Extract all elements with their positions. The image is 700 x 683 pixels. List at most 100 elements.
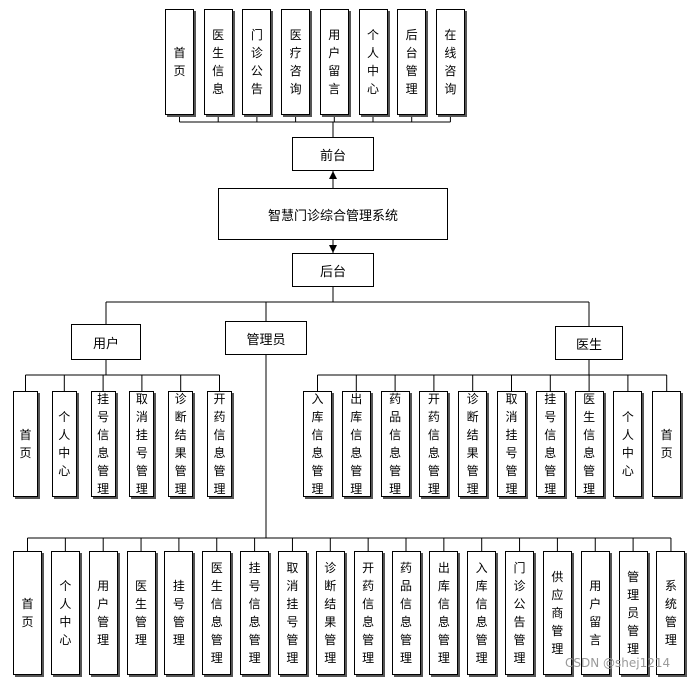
doctor-item-box-2: 药品信息管理 — [380, 391, 410, 497]
admin-item-box-label: 挂号信息管理 — [248, 561, 261, 665]
admin-item-box-2: 用户管理 — [88, 551, 118, 675]
admin-item-box-label: 个人中心 — [59, 579, 72, 647]
front-page-box-label: 后台管理 — [405, 28, 418, 96]
user-item-box-2: 挂号信息管理 — [90, 391, 116, 497]
doctor-item-box-6: 挂号信息管理 — [535, 391, 565, 497]
admin-item-box-label: 用户管理 — [97, 579, 110, 647]
front-page-box-6: 后台管理 — [397, 9, 427, 115]
doctor-item-box-1: 出库信息管理 — [341, 391, 371, 497]
doctor-item-box-4: 诊断结果管理 — [458, 391, 488, 497]
admin-item-box-label: 取消挂号管理 — [286, 561, 299, 665]
admin-item-box-13: 门诊公告管理 — [505, 551, 535, 675]
doctor-role-label: 医生 — [575, 337, 602, 353]
system-title-node: 智慧门诊综合管理系统 — [218, 188, 448, 240]
admin-item-box-10: 药品信息管理 — [391, 551, 421, 675]
back-end-node: 后台 — [292, 253, 374, 287]
doctor-item-box-0: 入库信息管理 — [303, 391, 332, 497]
front-page-box-1: 医生信息 — [203, 9, 233, 115]
admin-item-box-label: 用户留言 — [589, 579, 602, 647]
admin-item-box-6: 挂号信息管理 — [240, 551, 270, 675]
user-item-box-label: 个人中心 — [58, 410, 71, 478]
front-end-node: 前台 — [292, 137, 374, 171]
admin-item-box-label: 药品信息管理 — [399, 561, 412, 665]
doctor-item-box-label: 医生信息管理 — [583, 392, 596, 496]
front-page-box-label: 用户留言 — [328, 28, 341, 96]
user-item-box-label: 首页 — [19, 428, 32, 460]
admin-item-box-5: 医生信息管理 — [202, 551, 232, 675]
user-item-box-label: 开药信息管理 — [213, 392, 226, 496]
doctor-item-box-8: 个人中心 — [613, 391, 643, 497]
doctor-item-box-5: 取消挂号管理 — [497, 391, 526, 497]
doctor-item-box-label: 药品信息管理 — [389, 392, 402, 496]
front-page-box-label: 医生信息 — [212, 28, 225, 96]
admin-item-box-label: 挂号管理 — [172, 579, 185, 647]
arrow-up-to-front — [329, 171, 337, 179]
admin-item-box-label: 管理员管理 — [627, 570, 640, 656]
user-item-box-3: 取消挂号管理 — [129, 391, 155, 497]
user-item-box-label: 诊断结果管理 — [174, 392, 187, 496]
front-page-box-label: 个人中心 — [366, 28, 379, 96]
doctor-item-box-9: 首页 — [652, 391, 682, 497]
user-item-box-4: 诊断结果管理 — [168, 391, 194, 497]
admin-item-box-16: 管理员管理 — [618, 551, 648, 675]
user-item-box-label: 挂号信息管理 — [97, 392, 110, 496]
front-page-box-5: 个人中心 — [358, 9, 388, 115]
admin-item-box-15: 用户留言 — [580, 551, 610, 675]
system-title-label: 智慧门诊综合管理系统 — [267, 208, 398, 224]
doctor-item-box-label: 出库信息管理 — [350, 392, 363, 496]
admin-item-box-label: 出库信息管理 — [437, 561, 450, 665]
front-page-box-label: 首页 — [173, 46, 186, 78]
admin-item-box-1: 个人中心 — [50, 551, 80, 675]
admin-item-box-3: 医生管理 — [126, 551, 156, 675]
admin-role-label: 管理员 — [246, 332, 286, 348]
user-role-node: 用户 — [71, 324, 141, 360]
admin-item-box-8: 诊断结果管理 — [315, 551, 345, 675]
front-page-box-7: 在线咨询 — [435, 9, 465, 115]
front-page-box-label: 医疗咨询 — [289, 28, 302, 96]
doctor-item-box-label: 诊断结果管理 — [466, 392, 479, 496]
admin-item-box-label: 系统管理 — [664, 579, 677, 647]
admin-item-box-label: 诊断结果管理 — [324, 561, 337, 665]
front-page-box-2: 门诊公告 — [242, 9, 272, 115]
front-page-box-4: 用户留言 — [319, 9, 349, 115]
arrow-down-to-back — [329, 245, 337, 253]
doctor-item-box-7: 医生信息管理 — [574, 391, 604, 497]
front-page-box-label: 门诊公告 — [250, 28, 263, 96]
doctor-item-box-label: 取消挂号管理 — [505, 392, 518, 496]
watermark: CSDN @shej1214 — [565, 656, 671, 670]
admin-role-node: 管理员 — [225, 321, 307, 355]
front-page-box-label: 在线咨询 — [444, 28, 457, 96]
admin-item-box-11: 出库信息管理 — [429, 551, 459, 675]
admin-item-box-label: 入库信息管理 — [475, 561, 488, 665]
front-end-label: 前台 — [319, 148, 346, 164]
user-item-box-5: 开药信息管理 — [207, 391, 232, 497]
doctor-item-box-label: 个人中心 — [621, 410, 634, 478]
user-role-label: 用户 — [92, 336, 119, 352]
admin-item-box-label: 医生信息管理 — [210, 561, 223, 665]
admin-item-box-label: 首页 — [21, 597, 34, 629]
admin-item-box-12: 入库信息管理 — [467, 551, 497, 675]
doctor-item-box-3: 开药信息管理 — [419, 391, 449, 497]
back-end-label: 后台 — [319, 264, 346, 280]
doctor-item-box-label: 入库信息管理 — [311, 392, 324, 496]
admin-item-box-label: 供应商管理 — [551, 570, 564, 656]
user-item-box-label: 取消挂号管理 — [135, 392, 148, 496]
admin-item-box-4: 挂号管理 — [164, 551, 194, 675]
doctor-item-box-label: 开药信息管理 — [427, 392, 440, 496]
admin-item-box-0: 首页 — [13, 551, 42, 675]
front-page-box-3: 医疗咨询 — [281, 9, 311, 115]
doctor-role-node: 医生 — [555, 326, 623, 360]
admin-item-box-label: 医生管理 — [135, 579, 148, 647]
front-page-box-0: 首页 — [165, 9, 194, 115]
admin-item-box-label: 开药信息管理 — [362, 561, 375, 665]
admin-item-box-17: 系统管理 — [656, 551, 686, 675]
doctor-item-box-label: 首页 — [660, 428, 673, 460]
user-item-box-0: 首页 — [13, 391, 38, 497]
user-item-box-1: 个人中心 — [51, 391, 77, 497]
doctor-item-box-label: 挂号信息管理 — [544, 392, 557, 496]
admin-item-box-7: 取消挂号管理 — [277, 551, 307, 675]
admin-item-box-label: 门诊公告管理 — [513, 561, 526, 665]
admin-item-box-9: 开药信息管理 — [353, 551, 383, 675]
